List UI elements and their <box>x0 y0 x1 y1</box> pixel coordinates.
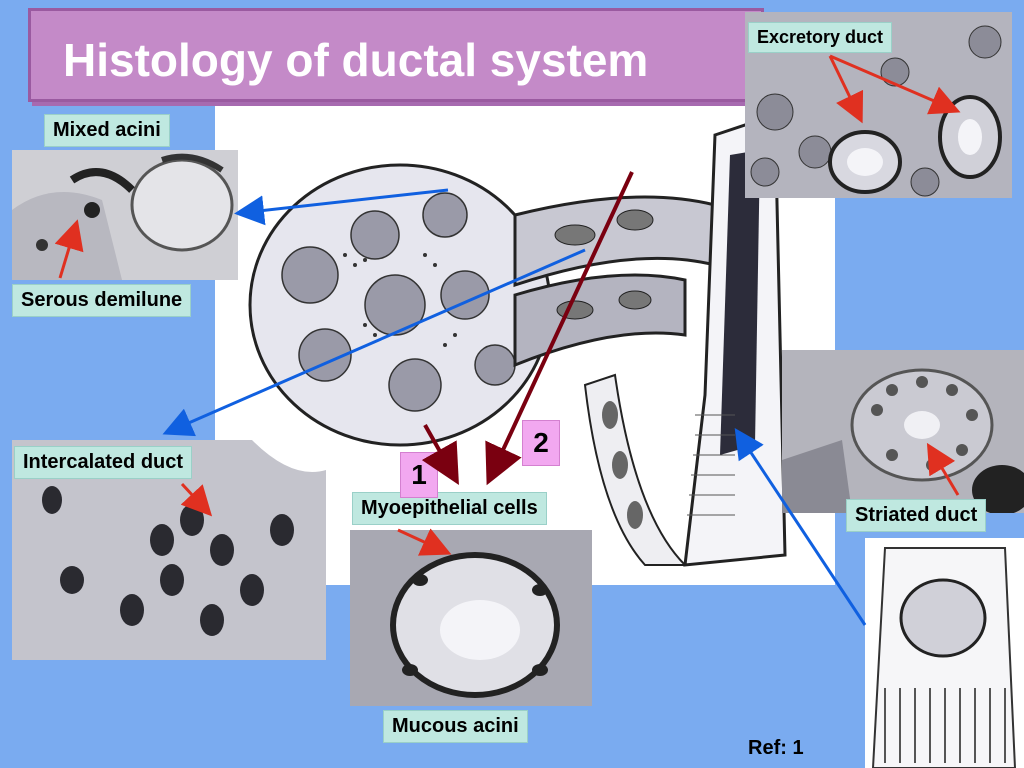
number-2-badge: 2 <box>522 420 560 466</box>
mucous-acini-micrograph <box>350 530 592 706</box>
slide-title: Histology of ductal system <box>63 34 649 86</box>
serous-demilune-label: Serous demilune <box>12 284 192 317</box>
excretory-duct-label: Excretory duct <box>748 22 893 53</box>
striated-cell-drawing <box>865 538 1024 768</box>
title-banner: Histology of ductal system <box>28 8 764 102</box>
number-1-badge: 1 <box>400 452 438 498</box>
intercalated-duct-label: Intercalated duct <box>14 446 193 479</box>
mixed-acini-label: Mixed acini <box>44 114 170 147</box>
myoepithelial-cells-label: Myoepithelial cells <box>352 492 547 525</box>
reference-text: Ref: 1 <box>748 737 804 759</box>
striated-duct-micrograph <box>782 350 1024 513</box>
striated-duct-label: Striated duct <box>846 499 987 532</box>
mucous-acini-label: Mucous acini <box>383 710 528 743</box>
mixed-acini-micrograph <box>12 150 238 280</box>
